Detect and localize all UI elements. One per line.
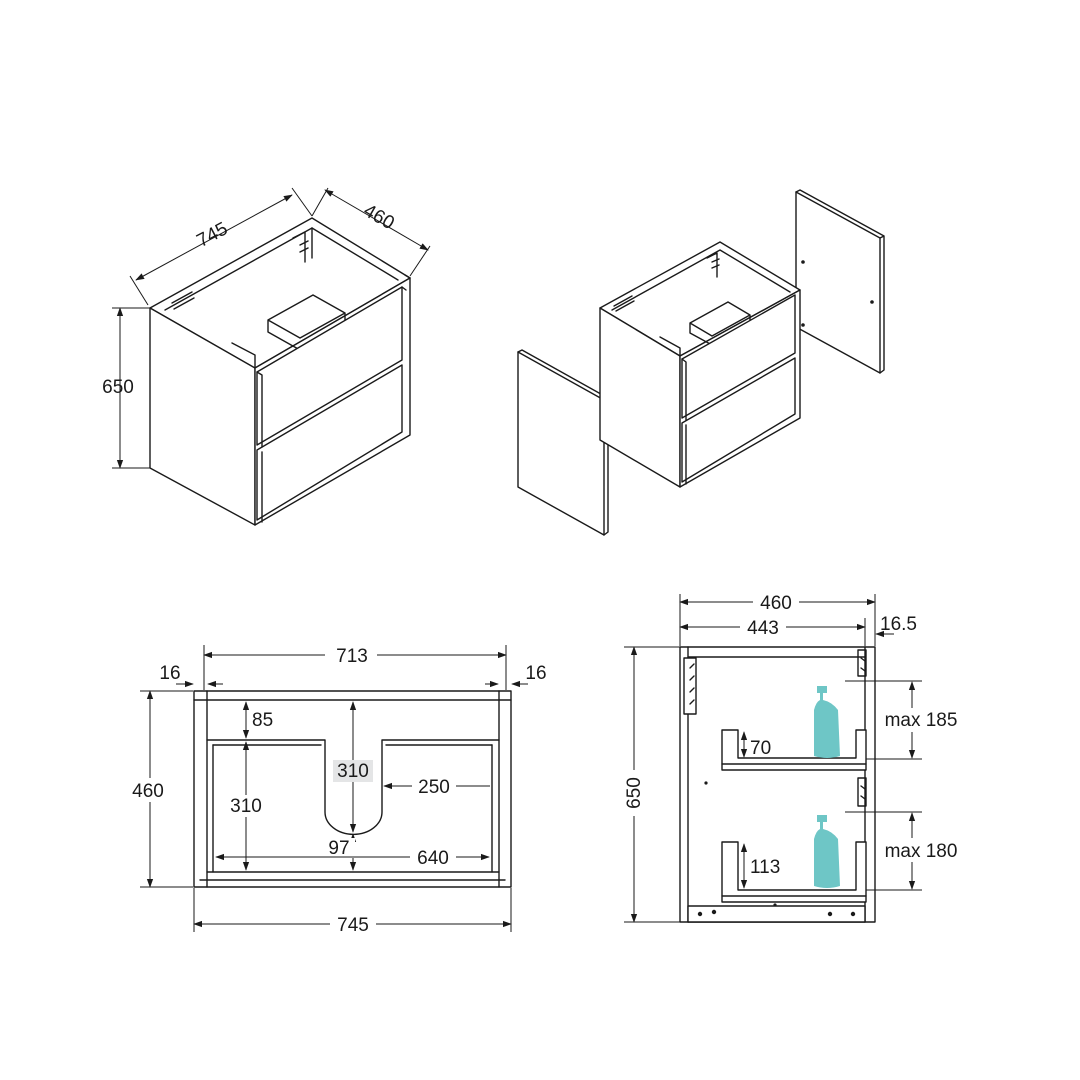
side-lower-max-label: max 180 xyxy=(885,841,958,862)
iso-depth-dimension xyxy=(324,189,429,251)
iso-width-dimension xyxy=(135,194,293,281)
side-lower-inner-label: 113 xyxy=(750,857,780,878)
iso-upper-drawer xyxy=(256,286,403,446)
front-section-view: 713 16 16 460 85 310 310 97 250 xyxy=(128,643,547,936)
side-upper-inner-label: 70 xyxy=(750,738,771,759)
front-side-left-label: 16 xyxy=(159,663,180,684)
front-cutout-offset-label: 250 xyxy=(418,777,450,798)
front-cutout-depth-label: 310 xyxy=(337,761,369,782)
exploded-right-panel xyxy=(795,191,881,374)
side-upper-max-label: max 185 xyxy=(885,710,958,731)
bottle-upper-icon xyxy=(814,686,840,758)
front-overall-width-label: 745 xyxy=(337,915,369,936)
isometric-view: 745 460 650 xyxy=(102,187,431,526)
side-outer-carcass xyxy=(679,646,876,923)
bottle-lower-icon xyxy=(814,815,840,888)
front-depth-label: 460 xyxy=(132,781,164,802)
side-height-label: 650 xyxy=(624,777,645,809)
side-overall-depth-label: 460 xyxy=(760,593,792,614)
iso-height-label: 650 xyxy=(102,377,134,398)
side-door-thickness-label: 16.5 xyxy=(880,614,917,635)
side-inner-depth-label: 443 xyxy=(747,618,779,639)
front-drawer-depth-label: 310 xyxy=(230,796,262,817)
iso-width-label: 745 xyxy=(193,218,231,251)
front-cutout-width-label: 97 xyxy=(328,838,349,859)
exploded-left-panel xyxy=(517,351,605,536)
side-upper-drawer xyxy=(721,729,867,771)
front-inner-width-label: 713 xyxy=(336,646,368,667)
front-drawer-inner-width-label: 640 xyxy=(417,848,449,869)
iso-bracket-back xyxy=(292,231,309,263)
exploded-lower-drawer xyxy=(681,357,796,483)
exploded-upper-drawer xyxy=(681,294,796,419)
iso-lower-drawer xyxy=(256,364,403,521)
front-top-rail-label: 85 xyxy=(252,710,273,731)
side-section-view: 460 443 16.5 650 max 185 70 max 180 113 xyxy=(620,591,960,923)
iso-bracket-left xyxy=(171,291,195,310)
exploded-view xyxy=(517,189,885,536)
front-side-right-label: 16 xyxy=(525,663,546,684)
